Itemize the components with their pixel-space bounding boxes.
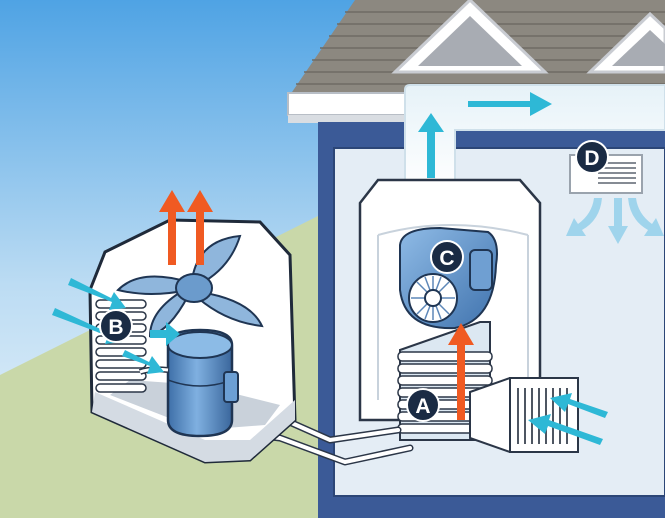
rising-air-arrow: [448, 323, 474, 420]
outside-air-arrows: [52, 278, 180, 374]
marker-c-label: C: [439, 247, 454, 270]
marker-a: A: [406, 388, 440, 422]
return-air-filter: [469, 377, 579, 453]
blower-fan: [399, 226, 498, 330]
marker-b-label: B: [108, 316, 123, 339]
return-air-arrows: [528, 393, 608, 445]
marker-d: D: [575, 140, 609, 174]
attic-duct: [404, 84, 665, 191]
marker-a-label: A: [415, 395, 430, 418]
marker-b: B: [99, 309, 133, 343]
duct-arrows: [418, 92, 552, 178]
marker-d-label: D: [584, 147, 599, 170]
compressor: [138, 328, 239, 438]
heat-exhaust-arrows: [159, 190, 213, 265]
vent-air-arrows: [566, 198, 664, 244]
marker-c: C: [430, 240, 464, 274]
